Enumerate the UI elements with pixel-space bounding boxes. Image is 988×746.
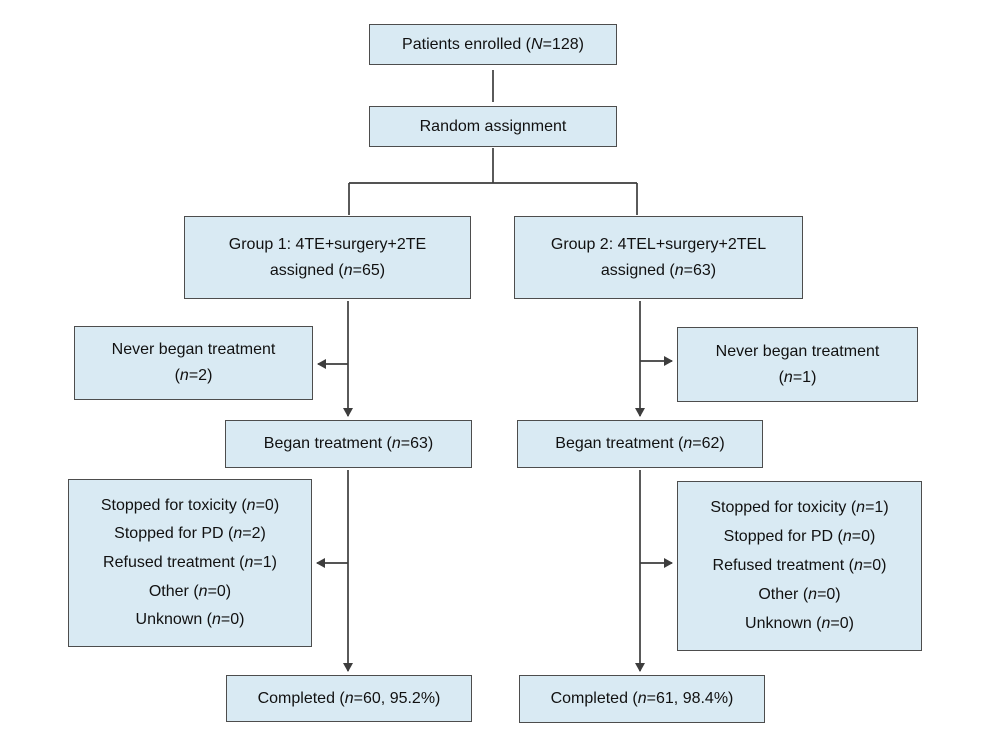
label-part: Began treatment ( [555, 435, 684, 452]
discontinue-reason-line: Other (n=0) [149, 583, 231, 601]
group1-line1: Group 1: 4TE+surgery+2TE [228, 235, 427, 253]
n-italic: n [244, 553, 254, 571]
label-part: Completed ( [257, 689, 345, 707]
label-part: Other ( [148, 582, 199, 600]
never1-line2: (n=2) [175, 363, 213, 389]
label-part: =1) [253, 553, 277, 571]
group1-line2: assigned (n=65) [270, 258, 385, 284]
n-italic: n [637, 690, 647, 707]
group1-began-treatment-box: Began treatment (n=63) [225, 420, 472, 468]
label-part: =0) [830, 615, 854, 632]
label-part: =63) [400, 435, 434, 452]
began1-label: Began treatment (n=63) [264, 431, 433, 457]
label-part: =62) [692, 435, 725, 452]
label-part: Other ( [758, 586, 809, 603]
label-part: =0) [255, 496, 280, 514]
group1-assigned-box: Group 1: 4TE+surgery+2TE assigned (n=65) [184, 216, 471, 299]
label-part: =0) [862, 557, 887, 574]
label-part: =63) [683, 261, 717, 279]
n-italic: n [212, 611, 221, 629]
never2-line1: Never began treatment [715, 342, 880, 360]
group1-completed-box: Completed (n=60, 95.2%) [226, 675, 472, 722]
label-part: =1) [792, 368, 817, 386]
discontinue-reason-line: Unknown (n=0) [136, 611, 245, 629]
n-italic: n [233, 525, 243, 543]
label-part: assigned ( [600, 261, 675, 279]
label-part: =2) [242, 525, 266, 543]
group2-line2: assigned (n=63) [601, 258, 716, 284]
label-part: Stopped for PD ( [114, 525, 234, 543]
n-italic: n [344, 689, 354, 707]
patients-enrolled-box: Patients enrolled (N=128) [369, 24, 617, 65]
label-part: Refused treatment ( [103, 553, 245, 571]
discontinue-reason-line: Other (n=0) [758, 586, 840, 604]
n-italic: n [783, 368, 793, 386]
random-assignment-box: Random assignment [369, 106, 617, 147]
discontinue-reason-line: Refused treatment (n=0) [713, 557, 887, 575]
n-italic: n [683, 435, 693, 452]
label-part: assigned ( [269, 261, 344, 279]
completed2-label: Completed (n=61, 98.4%) [551, 686, 734, 712]
n-italic: n [674, 261, 684, 279]
label-part: Stopped for toxicity ( [710, 499, 857, 516]
completed1-label: Completed (n=60, 95.2%) [258, 686, 441, 712]
label-part: Unknown ( [135, 611, 212, 629]
label-part: =128) [542, 35, 584, 53]
random-assignment-label: Random assignment [419, 117, 567, 135]
label-part: =60, 95.2%) [353, 689, 441, 707]
group2-line1: Group 2: 4TEL+surgery+2TEL [550, 235, 767, 253]
label-part: =0) [817, 586, 841, 603]
group2-began-treatment-box: Began treatment (n=62) [517, 420, 763, 468]
discontinue-reason-line: Refused treatment (n=1) [103, 554, 277, 572]
group2-discontinued-box: Stopped for toxicity (n=1) Stopped for P… [677, 481, 922, 651]
group2-assigned-box: Group 2: 4TEL+surgery+2TEL assigned (n=6… [514, 216, 803, 299]
n-italic: n [198, 582, 208, 600]
n-italic: N [531, 35, 543, 53]
n-italic: n [179, 367, 189, 384]
label-part: =0) [220, 611, 245, 629]
began2-label: Began treatment (n=62) [555, 431, 724, 457]
label-part: =61, 98.4%) [646, 690, 734, 707]
n-italic: n [343, 261, 353, 279]
label-part: Completed ( [550, 690, 638, 707]
label-part: Began treatment ( [263, 435, 392, 452]
n-italic: n [808, 586, 818, 603]
never2-line2: (n=1) [779, 365, 817, 391]
never1-line1: Never began treatment [111, 341, 276, 358]
group1-never-began-box: Never began treatment (n=2) [74, 326, 313, 400]
label-part: Unknown ( [745, 615, 822, 632]
label-part: =2) [188, 367, 213, 384]
label-part: =65) [352, 261, 386, 279]
connector-random-branch [348, 148, 638, 215]
label-part: Refused treatment ( [712, 557, 854, 574]
n-italic: n [853, 557, 863, 574]
label-part: =0) [207, 582, 232, 600]
label-part: Patients enrolled ( [402, 35, 532, 53]
label-part: ( [174, 367, 180, 384]
discontinue-reason-line: Stopped for PD (n=2) [114, 525, 266, 543]
label-part: Stopped for PD ( [723, 528, 843, 545]
n-italic: n [821, 615, 831, 632]
label-part: =1) [865, 499, 889, 516]
n-italic: n [856, 499, 866, 516]
group2-completed-box: Completed (n=61, 98.4%) [519, 675, 765, 723]
discontinue-reason-line: Stopped for toxicity (n=1) [710, 499, 888, 517]
discontinue-reason-line: Stopped for PD (n=0) [724, 528, 876, 546]
label-part: =0) [851, 528, 876, 545]
group2-never-began-box: Never began treatment (n=1) [677, 327, 918, 402]
n-italic: n [246, 496, 256, 514]
n-italic: n [842, 528, 852, 545]
discontinue-reason-line: Stopped for toxicity (n=0) [101, 497, 279, 515]
group1-discontinued-box: Stopped for toxicity (n=0) Stopped for P… [68, 479, 312, 647]
discontinue-reason-line: Unknown (n=0) [745, 615, 854, 633]
label-part: ( [778, 368, 784, 386]
label-part: Stopped for toxicity ( [100, 496, 247, 514]
patients-enrolled-label: Patients enrolled (N=128) [402, 32, 584, 58]
n-italic: n [391, 435, 401, 452]
